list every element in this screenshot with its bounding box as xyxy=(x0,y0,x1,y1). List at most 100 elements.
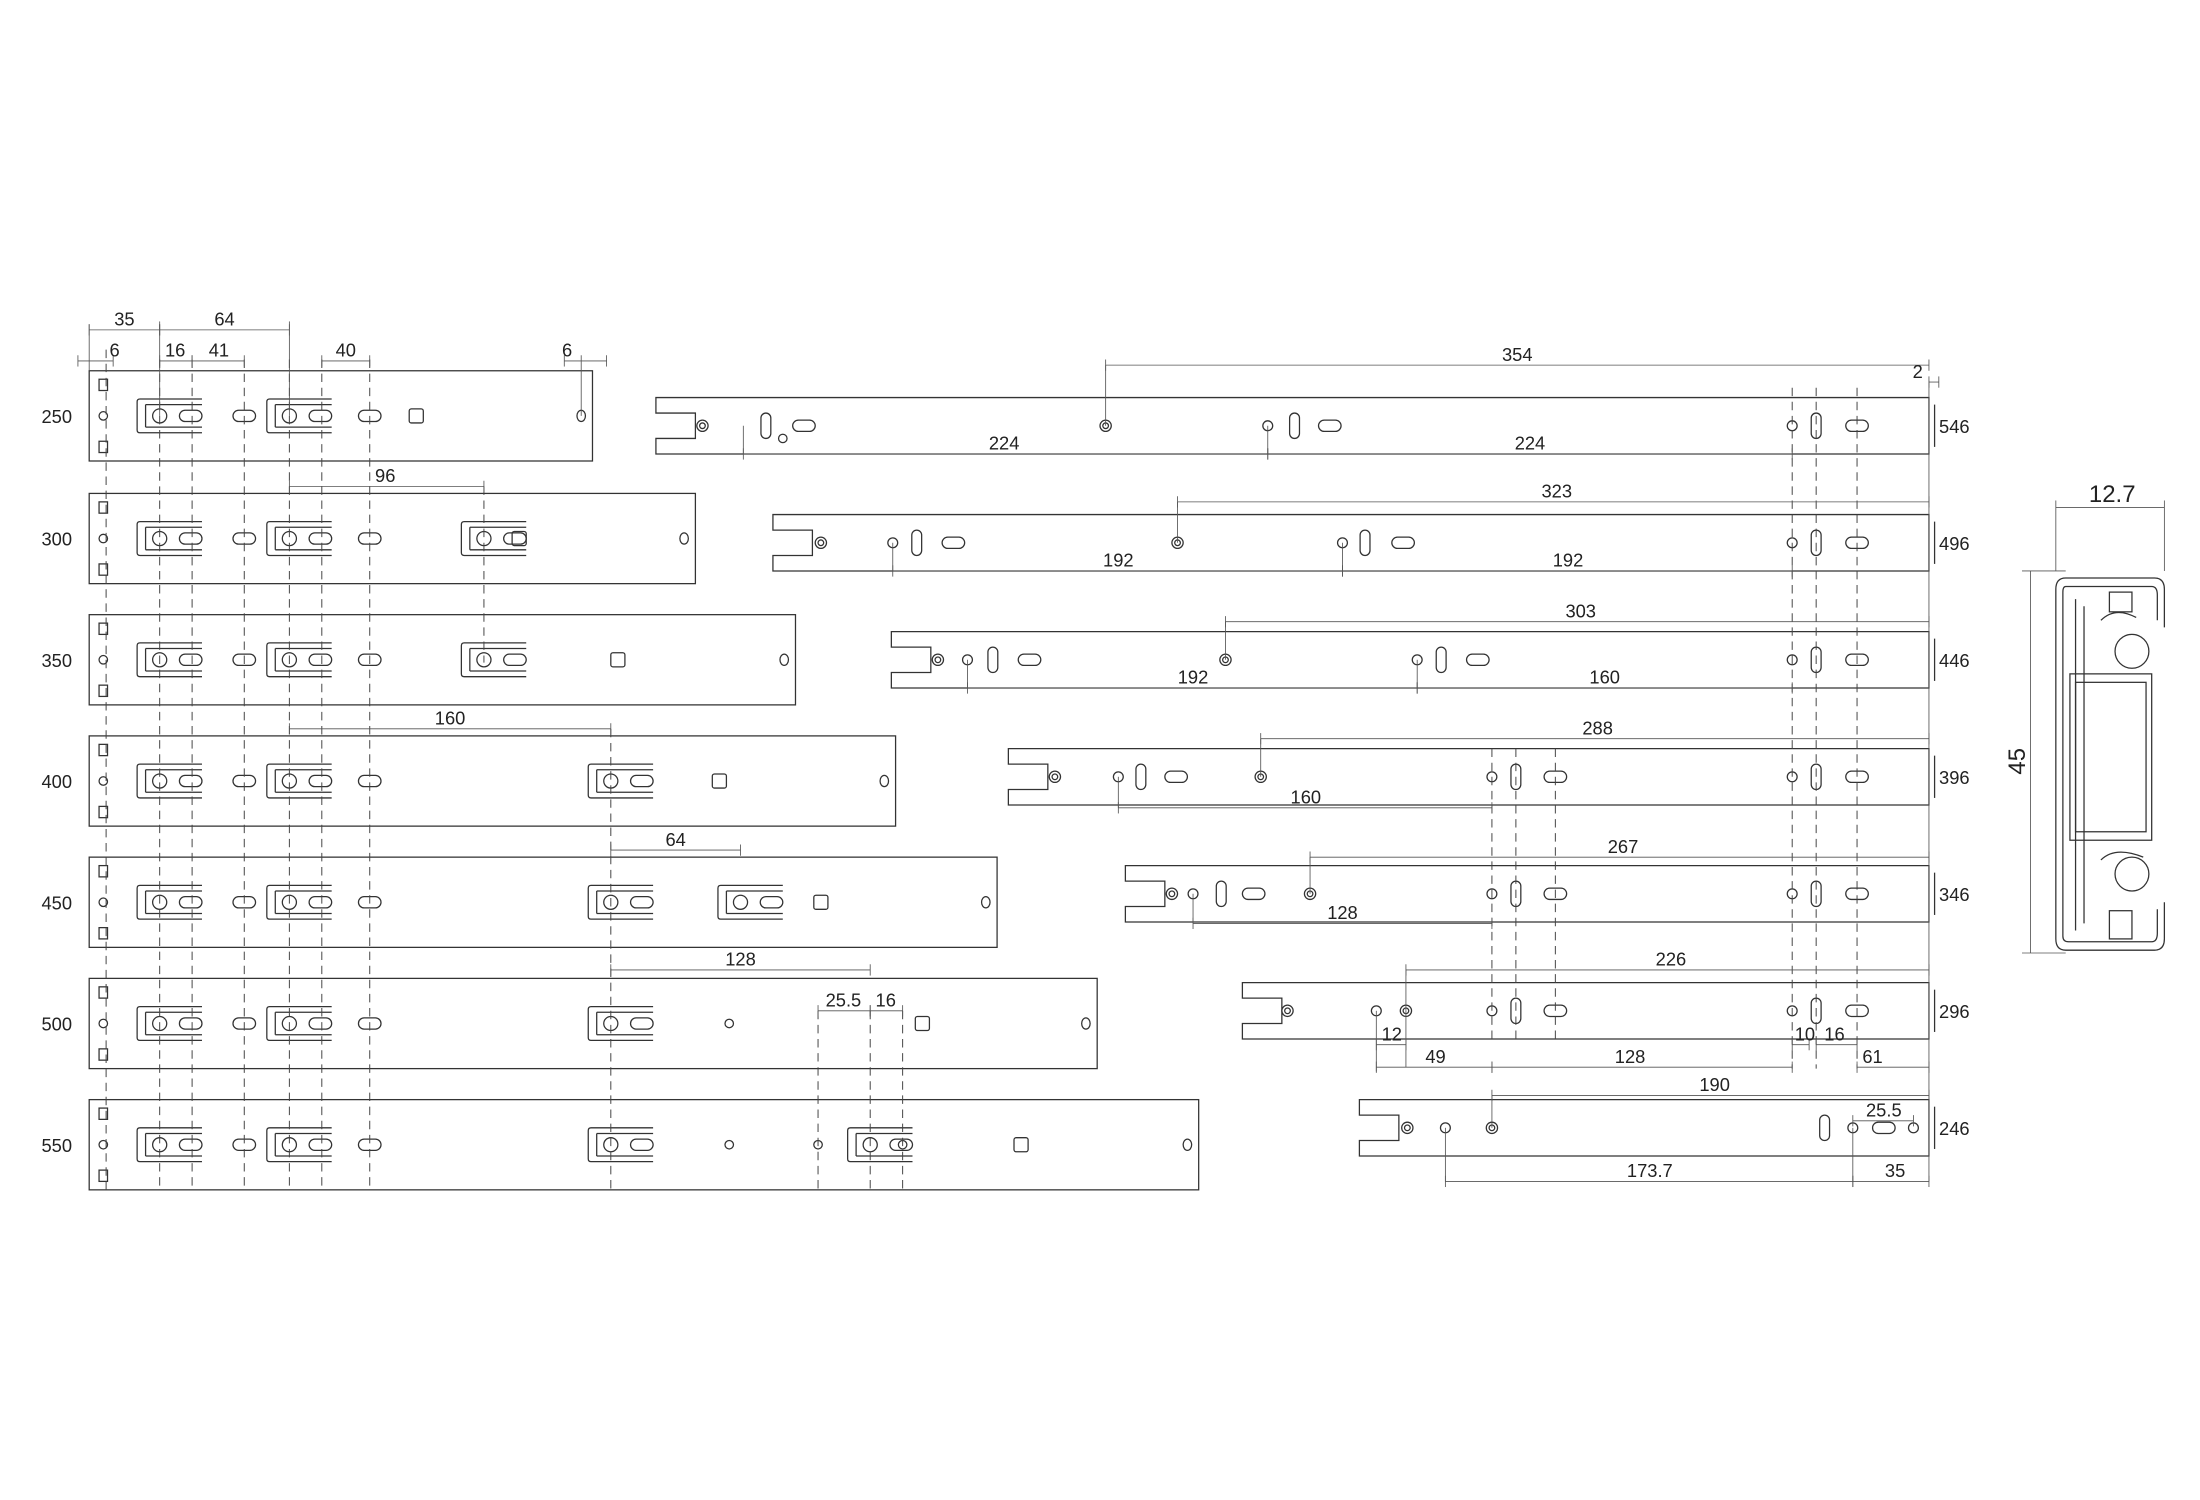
mounting-hole xyxy=(98,1018,109,1029)
cross-section-profile: 12.7 45 xyxy=(2004,481,2166,954)
horizontal-slot xyxy=(629,1138,654,1152)
tab xyxy=(98,501,109,514)
left-rail-6: 550 xyxy=(41,1098,1200,1191)
dimension: 40 xyxy=(321,340,371,367)
right-rail-5: 296 xyxy=(1241,981,1970,1040)
dimension: 128 xyxy=(610,949,871,976)
countersunk-hole-inner xyxy=(934,656,942,664)
dimension: 323 xyxy=(1177,481,1930,508)
rail-length-label: 296 xyxy=(1939,1001,1970,1022)
countersunk-hole xyxy=(931,653,945,667)
rail-length-label: 250 xyxy=(41,406,72,427)
dimension-label: 25.5 xyxy=(1866,1100,1902,1121)
tab xyxy=(98,1048,109,1061)
dimension-label: 10 xyxy=(1795,1023,1815,1044)
rail-body xyxy=(890,630,1930,689)
dimension-label: 35 xyxy=(1885,1160,1905,1181)
dimension-label: 128 xyxy=(1615,1046,1646,1067)
dimension-label: 40 xyxy=(336,340,356,361)
bracket-clip xyxy=(460,520,527,557)
square-hole xyxy=(511,530,527,547)
dimension: 190 xyxy=(1491,1074,1930,1102)
horizontal-slot xyxy=(1391,536,1416,550)
tab xyxy=(98,926,109,940)
tab xyxy=(98,563,109,576)
dimension: 6 xyxy=(562,340,608,367)
mounting-hole xyxy=(98,1139,109,1150)
horizontal-slot xyxy=(503,653,527,667)
horizontal-slot xyxy=(308,1017,333,1030)
end-hole xyxy=(1081,1017,1091,1030)
rail-body xyxy=(88,492,697,585)
dimension-label: 64 xyxy=(214,309,234,330)
right-rail-4: 346 xyxy=(1124,864,1970,923)
mounting-hole xyxy=(777,433,788,444)
horizontal-slot xyxy=(792,419,816,433)
dimension-label: 25.5 xyxy=(826,990,862,1011)
dimension: 173.7 xyxy=(1444,1160,1854,1188)
dimension-label: 160 xyxy=(1589,667,1620,688)
dimension: 16 xyxy=(159,340,193,367)
rail-length-label: 300 xyxy=(41,529,72,550)
bracket-hole xyxy=(603,894,619,910)
bracket-clip xyxy=(587,1127,654,1163)
rail-body xyxy=(1124,864,1930,923)
horizontal-slot xyxy=(178,895,203,909)
vertical-slot xyxy=(987,646,999,674)
dimension-label: 173.7 xyxy=(1627,1160,1673,1181)
vertical-slot xyxy=(1215,880,1227,908)
horizontal-slot xyxy=(178,409,203,423)
tab xyxy=(98,743,109,757)
rail-length-label: 350 xyxy=(41,650,72,671)
dimension: 35 xyxy=(88,309,161,336)
section-height-label: 45 xyxy=(2004,748,2031,775)
tab xyxy=(98,440,109,454)
bracket-clip xyxy=(136,398,202,434)
dimension: 16 xyxy=(869,990,904,1017)
dimension: 303 xyxy=(1225,600,1930,628)
dimension-label: 303 xyxy=(1565,600,1596,621)
horizontal-slot xyxy=(1543,887,1568,901)
end-hole xyxy=(679,532,689,545)
rail-length-label: 400 xyxy=(41,771,72,792)
end-hole xyxy=(779,653,790,667)
dimension-label: 190 xyxy=(1699,1074,1730,1095)
horizontal-slot xyxy=(1465,653,1490,667)
rail-body xyxy=(1007,747,1930,806)
dimension-label: 96 xyxy=(375,465,395,486)
dimension: 160 xyxy=(1117,787,1493,814)
bracket-clip xyxy=(717,884,783,920)
bracket-clip xyxy=(266,884,332,920)
horizontal-slot xyxy=(308,1138,333,1152)
countersunk-hole-inner xyxy=(817,539,825,547)
tab xyxy=(98,1169,109,1183)
mounting-hole xyxy=(98,776,109,786)
horizontal-slot xyxy=(1871,1121,1896,1135)
mounting-hole xyxy=(724,1018,735,1029)
bracket-clip xyxy=(266,1127,332,1163)
square-hole xyxy=(914,1015,931,1032)
horizontal-slot xyxy=(1241,887,1266,901)
dimension: 192 xyxy=(892,550,1343,577)
dimension-label: 49 xyxy=(1425,1046,1445,1067)
horizontal-slot xyxy=(357,653,382,667)
horizontal-slot xyxy=(178,774,203,788)
rail-body xyxy=(1358,1098,1930,1157)
countersunk-hole-inner xyxy=(1284,1007,1291,1015)
end-hole xyxy=(980,895,991,909)
left-rail-2: 350 xyxy=(41,614,797,706)
countersunk-hole xyxy=(1401,1121,1414,1135)
bracket-clip xyxy=(266,398,332,434)
dimension-label: 35 xyxy=(114,309,134,330)
end-hole xyxy=(879,774,890,788)
horizontal-slot xyxy=(178,1017,203,1030)
horizontal-slot xyxy=(503,532,527,545)
horizontal-slot xyxy=(1845,653,1869,667)
bracket-clip xyxy=(266,642,332,678)
vertical-slot xyxy=(760,412,772,440)
horizontal-slot xyxy=(1017,653,1042,667)
countersunk-hole-inner xyxy=(1403,1124,1411,1132)
mounting-hole xyxy=(1786,654,1798,666)
rail-body xyxy=(88,735,897,827)
dimension-label: 160 xyxy=(435,708,466,729)
